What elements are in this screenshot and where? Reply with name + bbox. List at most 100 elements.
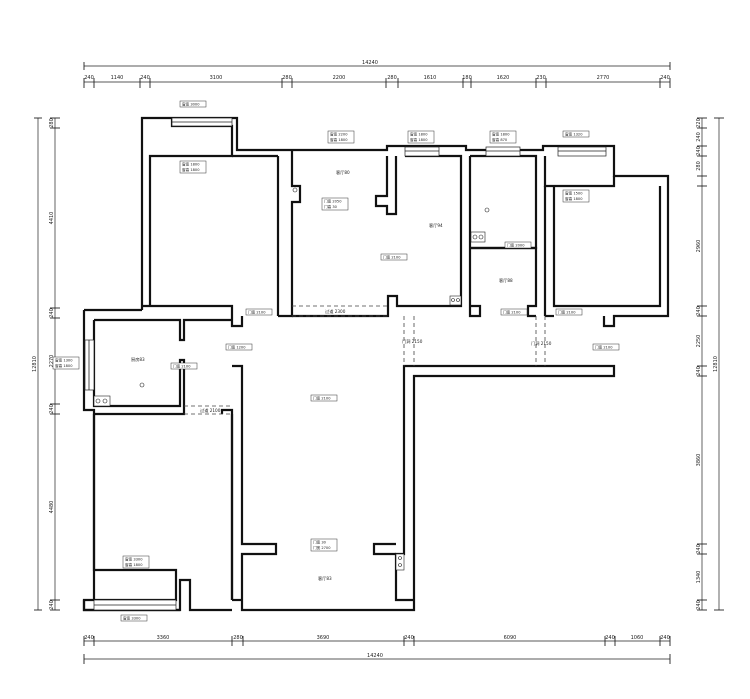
top-dim-9: 180	[462, 75, 472, 81]
right-dim-2: 240	[696, 132, 702, 142]
top-dim-13: 240	[660, 75, 670, 81]
svg-text:门宽 1200: 门宽 1200	[228, 345, 246, 350]
svg-text:窗宽 3300: 窗宽 3300	[125, 557, 143, 562]
right-dim-5: 2960	[696, 240, 702, 253]
tag-13: 门宽 2100	[555, 308, 583, 316]
top-dim-10: 1620	[497, 75, 510, 81]
left-dim-7: 240	[49, 600, 55, 610]
svg-text:门宽 2100: 门宽 2100	[248, 310, 266, 315]
svg-text:窗宽 1800: 窗宽 1800	[410, 132, 428, 137]
bottom-total-dim: 14240	[367, 653, 383, 659]
tag-22: 窗宽 3300	[120, 614, 148, 622]
left-dim-2: 4410	[49, 212, 55, 225]
room-label-bath: 客厅88	[499, 277, 513, 284]
top-dim-2: 1140	[111, 75, 124, 81]
svg-text:窗宽 2200: 窗宽 2200	[330, 132, 348, 137]
svg-text:窗高 1800: 窗高 1800	[182, 167, 200, 172]
top-dim-4: 3100	[210, 75, 223, 81]
right-dim-12: 240	[696, 600, 702, 610]
top-dimension-chain: 14240 240 1140 240 3100 280 2200 280 161…	[83, 60, 671, 88]
svg-text:窗宽 3300: 窗宽 3300	[123, 616, 141, 621]
left-dim-5: 240	[49, 404, 55, 414]
bottom-dim-6: 6090	[504, 635, 517, 641]
tag-1: 窗宽 3000	[179, 100, 207, 108]
openings: 过道 2300 门洞 2150 门洞 2150 过道 2100	[184, 305, 552, 415]
stove-icon	[93, 395, 111, 407]
top-dim-6: 2200	[333, 75, 346, 81]
room-label-dining: 客厅80	[336, 169, 350, 176]
opening-label-3: 门洞 2150	[531, 340, 552, 347]
light-icon	[292, 187, 298, 193]
right-dim-1: 220	[696, 118, 702, 128]
right-dim-4: 280	[696, 161, 702, 171]
right-total-dim: 12810	[713, 356, 719, 372]
light-icon	[139, 382, 145, 388]
fixtures	[93, 187, 490, 571]
svg-text:门宽 2100: 门宽 2100	[595, 345, 613, 350]
right-dimension-chain: 220 240 240 280 2960 240 2250 240 3860 2…	[696, 117, 724, 611]
svg-text:门宽 2100: 门宽 2100	[558, 310, 576, 315]
bottom-dim-8: 1060	[631, 635, 644, 641]
top-dim-3: 240	[140, 75, 150, 81]
bottom-dimension-chain: 240 3360 280 3690 240 6090 240 1060 240 …	[83, 635, 671, 664]
svg-text:门宽 2100: 门宽 2100	[173, 364, 191, 369]
svg-text:窗高 1800: 窗高 1800	[565, 196, 583, 201]
svg-text:窗宽 1800: 窗宽 1800	[492, 132, 510, 137]
bottom-dim-7: 240	[605, 635, 615, 641]
left-dimension-chain: 12810 280 4410 240 2270 240 4480 240	[32, 117, 60, 611]
bottom-dim-9: 240	[660, 635, 670, 641]
room-label-kitchen: 厨房83	[131, 356, 145, 363]
right-dim-11: 1340	[696, 571, 702, 584]
bottom-dim-3: 280	[233, 635, 243, 641]
svg-text:窗宽 3000: 窗宽 3000	[182, 102, 200, 107]
stove-icon	[449, 295, 462, 306]
room-label-living: 客厅83	[318, 575, 332, 582]
tag-18: 门宽 2100	[310, 394, 338, 402]
left-dim-4: 2270	[49, 355, 55, 368]
tag-14: 门宽 1200	[225, 343, 253, 351]
svg-text:门宽 2100: 门宽 2100	[313, 396, 331, 401]
right-dim-9: 3860	[696, 454, 702, 467]
left-dim-1: 280	[49, 118, 55, 128]
tag-9: 门宽 2000	[504, 241, 532, 249]
svg-text:窗高 1800: 窗高 1800	[410, 137, 428, 142]
right-dim-3: 240	[696, 146, 702, 156]
bottom-dim-1: 240	[84, 635, 94, 641]
bottom-dim-4: 3690	[317, 635, 330, 641]
light-icon	[484, 207, 490, 213]
svg-text:门宽 2050: 门宽 2050	[324, 199, 342, 204]
tag-17: 门宽 2100	[592, 343, 620, 351]
stove-icon	[395, 553, 405, 571]
top-total-dim: 14240	[362, 60, 378, 66]
left-dim-6: 4480	[49, 501, 55, 514]
opening-label-4: 过道 2100	[200, 407, 221, 414]
top-dim-11: 230	[536, 75, 546, 81]
svg-text:门宽 2100: 门宽 2100	[383, 255, 401, 260]
svg-text:窗宽 1300: 窗宽 1300	[55, 358, 73, 363]
svg-text:窗宽 1500: 窗宽 1500	[565, 191, 583, 196]
svg-text:窗宽 1800: 窗宽 1800	[182, 162, 200, 167]
tag-12: 门宽 2100	[500, 308, 528, 316]
svg-text:门宽 2000: 门宽 2000	[507, 243, 525, 248]
bottom-dim-2: 3360	[157, 635, 170, 641]
room-label-bedroom: 客厅94	[429, 222, 443, 229]
opening-label-1: 过道 2300	[325, 308, 346, 315]
tag-16: 门宽 2100	[170, 362, 198, 370]
tag-5: 窗宽 1320	[562, 130, 590, 138]
svg-text:窗高 1800: 窗高 1800	[330, 137, 348, 142]
stove-icon	[470, 231, 486, 243]
svg-text:窗高 1800: 窗高 1800	[55, 363, 73, 368]
top-dim-1: 240	[84, 75, 94, 81]
tag-11: 门宽 2100	[245, 308, 273, 316]
room-labels: 客厅80 客厅83 客厅94 客厅88 厨房83	[131, 169, 513, 582]
